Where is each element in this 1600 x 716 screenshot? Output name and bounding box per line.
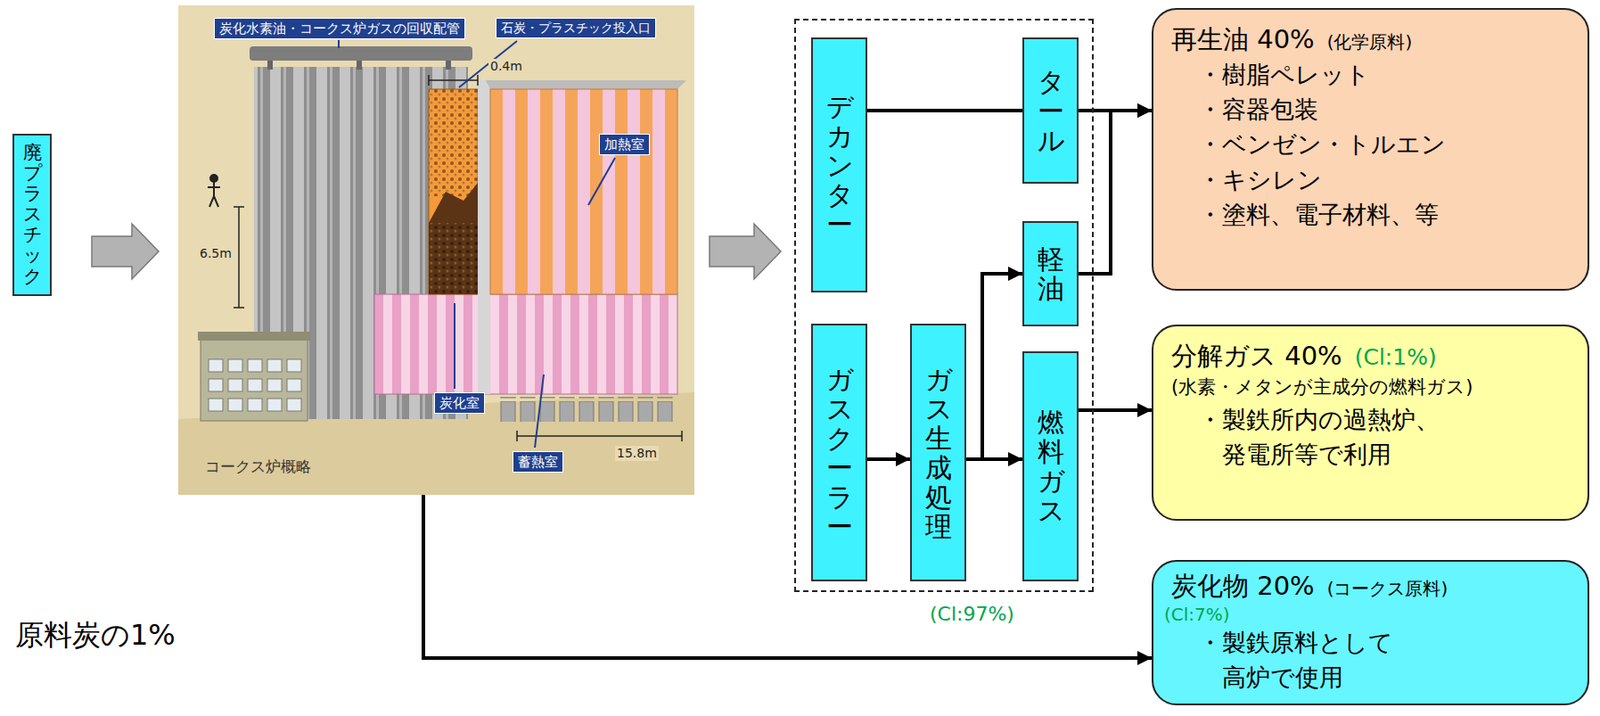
node-text: タール: [1037, 66, 1065, 156]
callout-label: 加熱室: [598, 133, 650, 156]
callout-label: 石炭・プラスチック投入口: [495, 17, 657, 39]
text-row: ・製鉄原料として 高炉で使用: [1171, 624, 1570, 695]
node-text: コークス炉概略: [205, 456, 312, 477]
process-box: 軽油: [1022, 221, 1079, 327]
product-box: 炭化物 20%(コークス原料)(Cl:7%)・製鉄原料として 高炉で使用: [1151, 559, 1590, 706]
input-box: 廃プラスチック: [12, 133, 52, 296]
text-row: ・樹脂ペレット: [1171, 57, 1570, 92]
node-text: (コークス原料): [1327, 576, 1449, 601]
text-row: ・容器包装: [1171, 91, 1570, 127]
process-box: ガスクーラー: [811, 323, 868, 582]
text-row: 炭化物 20% (コークス原料): [1171, 568, 1570, 604]
product-box: 再生油 40% (化学原料)・樹脂ペレット・容器包装・ベンゼン・トルエン・キシレン…: [1151, 8, 1590, 291]
product-box: 分解ガス 40% (Cl:1%) (水素・メタンが主成分の燃料ガス)・製鉄所内の過熱…: [1151, 324, 1590, 521]
node-text: (水素・メタンが主成分の燃料ガス): [1171, 373, 1473, 403]
text-row: 再生油 40% (化学原料): [1171, 22, 1570, 58]
dimension-label: 6.5m: [197, 246, 234, 262]
connector-arrow: [867, 457, 911, 461]
text-row: 分解ガス 40% (Cl:1%): [1171, 338, 1570, 374]
process-box: デカンター: [811, 37, 868, 293]
text-row: (水素・メタンが主成分の燃料ガス): [1171, 373, 1570, 403]
dimension-label: 15.8m: [615, 445, 659, 461]
node-text: ・製鉄原料として 高炉で使用: [1197, 624, 1500, 695]
text-row: ・塗料、電子材料、等: [1171, 196, 1570, 232]
text-row: (Cl:7%): [1171, 603, 1570, 625]
node-text: 分解ガス 40%: [1171, 338, 1343, 374]
node-text: ・塗料、電子材料、等: [1197, 196, 1439, 232]
connector-arrow: [1078, 110, 1152, 274]
process-box: ガス生成処理: [910, 323, 967, 582]
node-text: ・製鉄所内の過熱炉、 発電所等で利用: [1197, 402, 1500, 472]
node-text: (化学原料): [1327, 30, 1413, 55]
node-text: ・容器包装: [1197, 91, 1319, 127]
block-arrow: [709, 223, 781, 279]
node-text: 軽油: [1037, 244, 1065, 304]
process-box: 燃料ガス: [1022, 351, 1079, 582]
node-text: ・ベンゼン・トルエン: [1197, 126, 1446, 162]
connector-arrow: [966, 273, 1023, 460]
node-text: ・樹脂ペレット: [1197, 57, 1371, 92]
node-text: (Cl:7%): [1164, 603, 1231, 625]
callout-label: 炭化室: [434, 392, 485, 414]
text-row: ・製鉄所内の過熱炉、 発電所等で利用: [1171, 402, 1570, 472]
process-group: (Cl:97%)デカンタータールガスクーラーガス生成処理軽油燃料ガス: [794, 18, 1094, 592]
node-text: (Cl:1%): [1354, 344, 1437, 370]
callout-label: 蓄熱室: [512, 451, 564, 473]
node-text: ・キシレン: [1197, 162, 1322, 197]
node-text: 再生油 40%: [1171, 22, 1315, 58]
coke-oven: コークス炉概略: [178, 5, 695, 495]
node-text: 炭化物 20%: [1171, 568, 1315, 604]
node-text: ガスクーラー: [826, 364, 854, 542]
text-row: ・ベンゼン・トルエン: [1171, 126, 1570, 162]
connector-arrow: [867, 108, 1023, 113]
node-text: 燃料ガス: [1037, 407, 1065, 526]
node-text: (Cl:97%): [929, 602, 1015, 625]
node-text: 廃プラスチック: [23, 142, 42, 288]
callout-label: 炭化水素油・コークス炉ガスの回収配管: [213, 17, 466, 40]
text-row: ・キシレン: [1171, 162, 1570, 197]
connector-arrow: [966, 457, 1023, 461]
process-box: タール: [1022, 37, 1079, 184]
node-text: デカンター: [826, 91, 854, 239]
note-text: 原料炭の1%: [15, 617, 176, 652]
block-arrow: [91, 223, 159, 279]
dimension-label: 0.4m: [488, 58, 525, 74]
connector-arrow: [1078, 408, 1152, 412]
node-text: ガス生成処理: [925, 364, 952, 542]
